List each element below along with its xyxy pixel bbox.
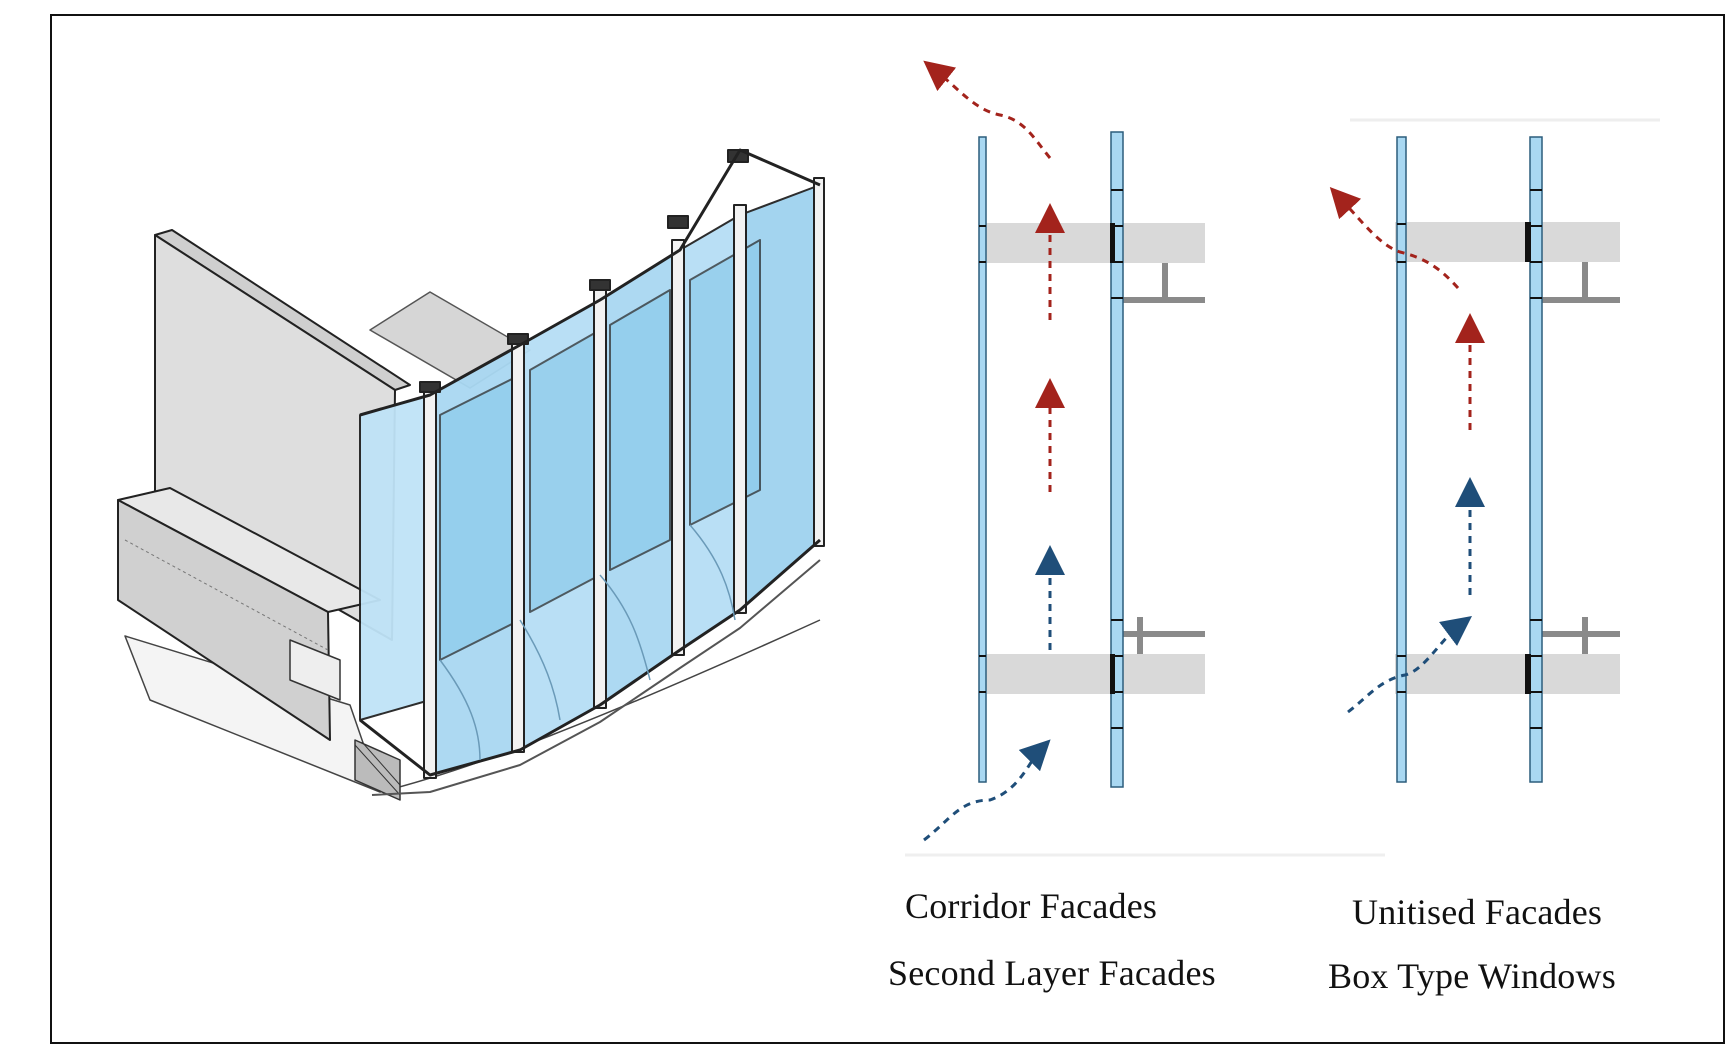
- corridor-outlet-arrow-icon: [923, 60, 1052, 159]
- unitised-facade-section: [1329, 118, 1660, 783]
- corridor-inlet-arrow-icon: [923, 739, 1051, 842]
- unitised-inlet-arrow-icon: [1347, 615, 1472, 714]
- isometric-facade-illustration: [117, 148, 825, 801]
- unitised-outlet-arrow-icon: [1329, 186, 1460, 290]
- unitised-outer-glass: [1396, 136, 1407, 783]
- unitised-inner-glass: [1529, 136, 1543, 783]
- caption-second-layer-facades: Second Layer Facades: [888, 953, 1216, 993]
- corridor-inner-glass: [1110, 131, 1124, 788]
- caption-unitised-facades: Unitised Facades: [1352, 892, 1603, 932]
- corridor-lower-slab: [985, 654, 1205, 694]
- unitised-upper-slab: [1395, 222, 1620, 262]
- corridor-facade-section: [923, 60, 1205, 842]
- corridor-upper-slab: [985, 223, 1205, 263]
- corridor-outer-glass: [978, 136, 987, 783]
- caption-box-type-windows: Box Type Windows: [1328, 956, 1616, 996]
- caption-corridor-facades: Corridor Facades: [905, 886, 1158, 926]
- unitised-lower-slab: [1395, 654, 1620, 694]
